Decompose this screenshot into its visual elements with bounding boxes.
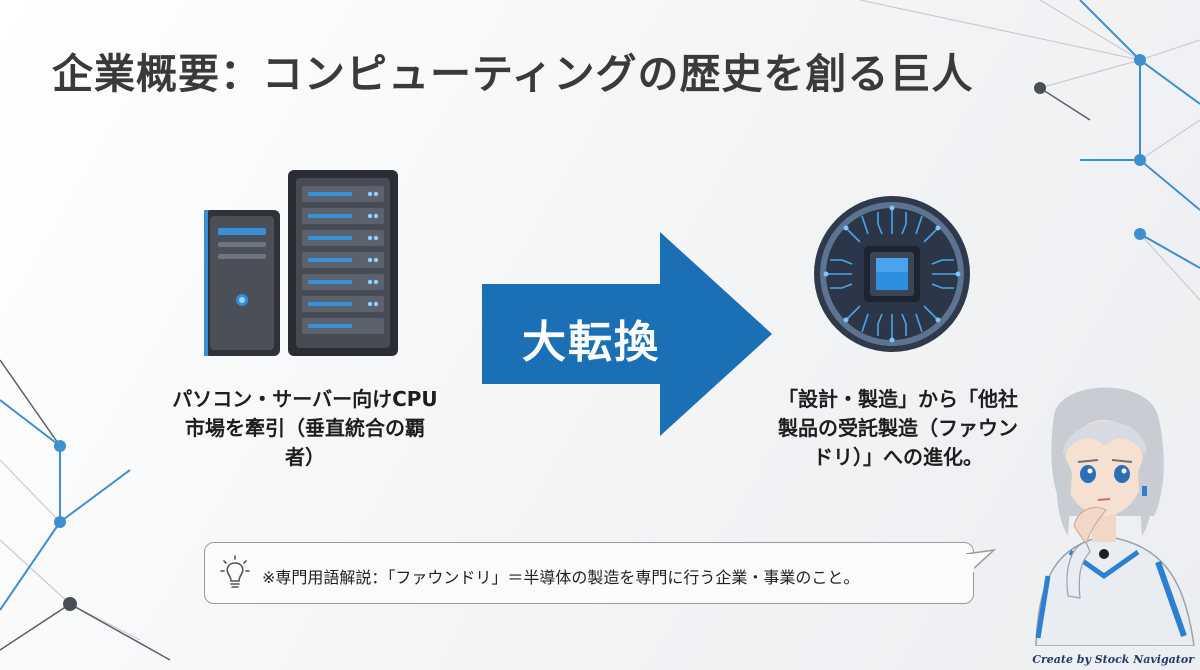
arrow-label: 大転換 (522, 317, 660, 368)
lightbulb-icon (220, 555, 250, 588)
transition-arrow (482, 232, 772, 436)
right-caption-line: 「設計・製造」から「他社 (778, 387, 1018, 411)
right-caption-line: ドリ）」への進化。 (813, 445, 983, 469)
left-caption-line: 市場を牽引（垂直統合の覇 (185, 416, 425, 440)
glossary-note-box (204, 542, 974, 604)
presenter-character-illustration (1035, 387, 1195, 646)
page-title: 企業概要：コンピューティングの歴史を創る巨人 (52, 50, 974, 98)
microchip-icon (814, 196, 970, 352)
speech-bubble-tail (966, 548, 996, 572)
right-caption: 「設計・製造」から「他社 製品の受託製造（ファウン ドリ）」への進化。 (748, 385, 1048, 472)
credit-watermark: Create by Stock Navigator (1032, 653, 1194, 666)
right-caption-line: 製品の受託製造（ファウン (778, 416, 1018, 440)
glossary-note-text: ※専門用語解説：「ファウンドリ」＝半導体の製造を専門に行う企業・事業のこと。 (262, 568, 860, 587)
left-caption: パソコン・サーバー向けCPU 市場を牽引（垂直統合の覇 者） (140, 385, 470, 472)
left-caption-line: パソコン・サーバー向けCPU (172, 387, 438, 411)
server-tower-icon (204, 170, 398, 356)
left-caption-line: 者） (285, 445, 325, 469)
